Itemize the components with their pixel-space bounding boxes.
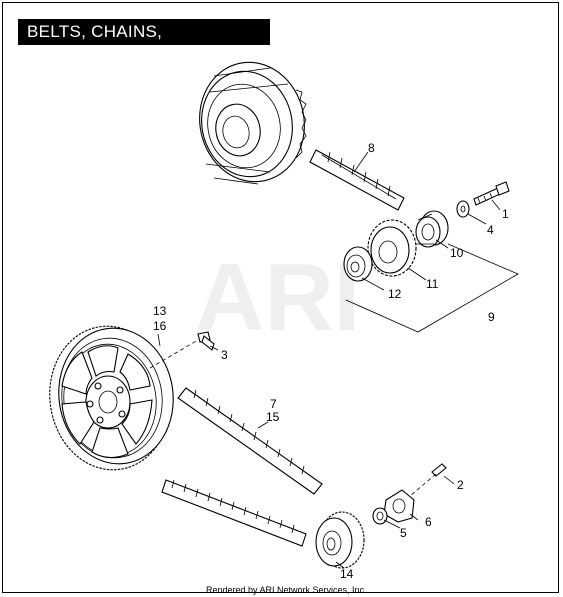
callout-10: 10: [450, 246, 464, 260]
lock-plate: [383, 489, 415, 523]
footer-credit: Rendered by ARI Network Services, Inc.: [206, 585, 367, 595]
callout-3: 3: [221, 348, 228, 362]
primary-chain: [309, 149, 405, 211]
drive-belt-lower: [161, 479, 307, 547]
callout-15: 15: [266, 410, 280, 424]
callout-16: 16: [153, 319, 167, 333]
callout-14: 14: [340, 567, 354, 581]
diagram-frame: [2, 2, 559, 593]
drive-belt-upper: [177, 387, 323, 495]
callout-8: 8: [368, 141, 375, 155]
callout-9: 9: [488, 310, 495, 324]
callout-5: 5: [400, 526, 407, 540]
callout-4: 4: [487, 223, 494, 237]
sprocket-nut: [372, 507, 388, 525]
leader-lines: [157, 151, 501, 569]
ari-watermark: ARI: [195, 244, 360, 351]
callout-13: 13: [153, 304, 167, 318]
callout-7: 7: [270, 397, 277, 411]
bolt-leader-dashed: [149, 339, 199, 369]
screw-leader-dashed: [409, 473, 437, 497]
bolt: [473, 181, 510, 206]
rear-pulley: [49, 325, 174, 471]
callout-6: 6: [425, 515, 432, 529]
callout-11: 11: [426, 277, 439, 291]
washer: [456, 200, 470, 218]
engine-sprocket: [367, 219, 417, 277]
sprocket-hub: [415, 210, 449, 248]
transmission-sprocket: [315, 511, 365, 569]
callout-12: 12: [388, 287, 402, 301]
callout-1: 1: [502, 207, 509, 221]
lock-screw: [431, 463, 447, 477]
diagram-title: BELTS, CHAINS, SPROCKETS: [18, 19, 270, 67]
compensator-nut: [343, 246, 373, 282]
group-bracket: [345, 243, 519, 333]
callout-2: 2: [457, 478, 464, 492]
clutch-drum: [199, 61, 307, 185]
